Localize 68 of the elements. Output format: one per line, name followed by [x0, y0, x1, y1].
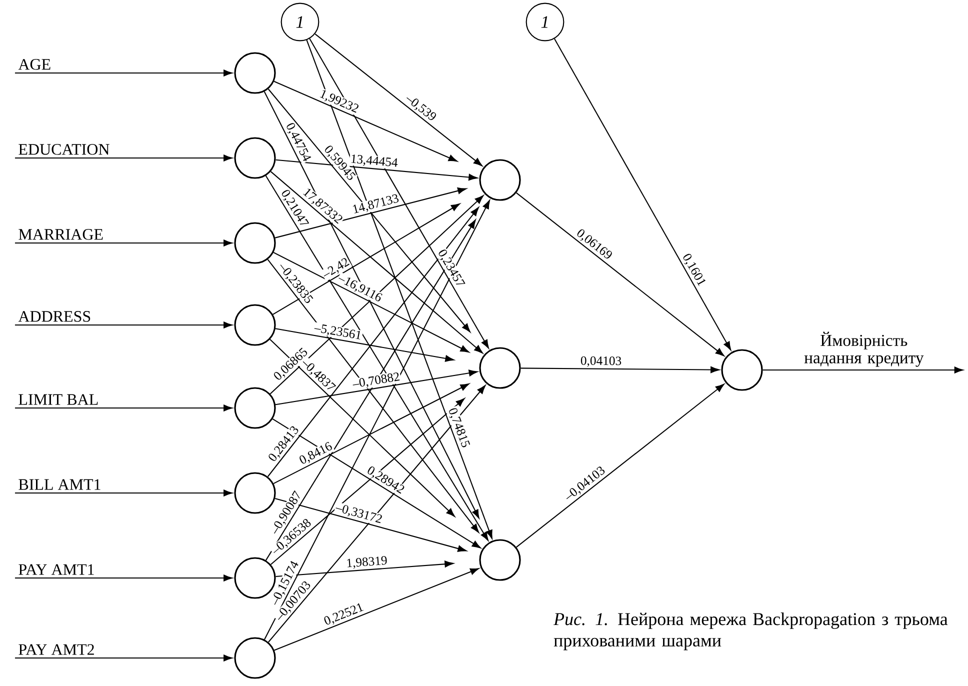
connection-arrow — [268, 385, 486, 642]
connection-arrow — [273, 252, 470, 353]
weight-label: 0,04103 — [580, 356, 622, 368]
connection-arrow — [268, 88, 470, 332]
connection-arrow — [267, 207, 479, 477]
input-label: AGE — [18, 59, 50, 70]
connection-arrow — [276, 560, 454, 578]
input-label: PAY AMT1 — [18, 564, 94, 575]
connection-arrow — [274, 498, 467, 552]
connection-arrow — [276, 159, 478, 181]
output-label: Ймовірність надання кредиту — [789, 330, 939, 368]
neuron-circle — [479, 347, 521, 389]
weight-label: 0,22521 — [322, 601, 366, 628]
neuron-circle — [234, 52, 276, 94]
connection-arrow — [275, 187, 466, 238]
connection-arrow — [270, 171, 483, 354]
neuron-circle — [479, 159, 521, 201]
connection-arrow — [272, 204, 460, 315]
connection-arrow — [270, 195, 484, 394]
neuron-circle — [234, 304, 276, 346]
weight-label: 14,87133 — [350, 192, 401, 216]
connection-arrow — [270, 398, 465, 565]
weight-label: –0,70882 — [351, 371, 402, 391]
input-arrow — [15, 322, 232, 328]
connection-arrow — [275, 370, 478, 406]
connection-arrow — [516, 192, 724, 356]
connection-arrow — [264, 91, 480, 518]
connection-arrow — [520, 366, 720, 374]
input-label: EDUCATION — [18, 144, 110, 155]
input-arrow — [15, 654, 232, 662]
connection-arrow — [275, 328, 454, 362]
input-arrow — [15, 574, 232, 582]
weight-label: 0,74815 — [446, 406, 472, 450]
input-label: PAY AMT2 — [18, 644, 94, 655]
connection-arrow — [274, 568, 480, 651]
connection-arrow — [314, 33, 482, 166]
input-arrow — [15, 240, 232, 246]
input-label: ADDRESS — [18, 311, 90, 322]
connection-arrow — [270, 339, 455, 517]
neuron-circle — [721, 349, 763, 391]
connection-arrow — [274, 80, 458, 162]
neuron-circle — [234, 637, 276, 679]
input-arrow — [15, 70, 232, 76]
neuron-circle — [234, 472, 276, 514]
connection-arrow — [267, 259, 480, 533]
connection-arrow — [516, 384, 724, 548]
connection-arrow — [309, 38, 489, 348]
connection-arrow — [306, 40, 492, 539]
connection-arrow — [272, 418, 481, 548]
neuron-circle — [234, 222, 276, 264]
caption: Рис. 1. Нейрона мережа Backpropagation з трьома прихованими шарами — [553, 612, 948, 650]
output-arrow — [762, 366, 964, 374]
input-arrow — [15, 404, 232, 412]
input-arrow — [15, 490, 232, 496]
connection-arrow — [554, 38, 732, 350]
weight-label: –0,33172 — [334, 502, 384, 526]
input-label: LIMIT BAL — [18, 394, 98, 405]
connection-arrow — [265, 175, 488, 541]
connection-arrow — [264, 200, 490, 640]
neuron-circle — [479, 539, 521, 581]
connection-arrow — [273, 383, 470, 484]
input-label: MARRIAGE — [18, 229, 103, 240]
weight-label: 1,98319 — [345, 555, 389, 570]
input-arrow — [15, 154, 232, 162]
connection-arrow — [265, 220, 476, 561]
input-label: BILL AMT1 — [18, 479, 100, 490]
neuron-circle — [234, 137, 276, 179]
weight-label: –5,23561 — [312, 322, 364, 342]
